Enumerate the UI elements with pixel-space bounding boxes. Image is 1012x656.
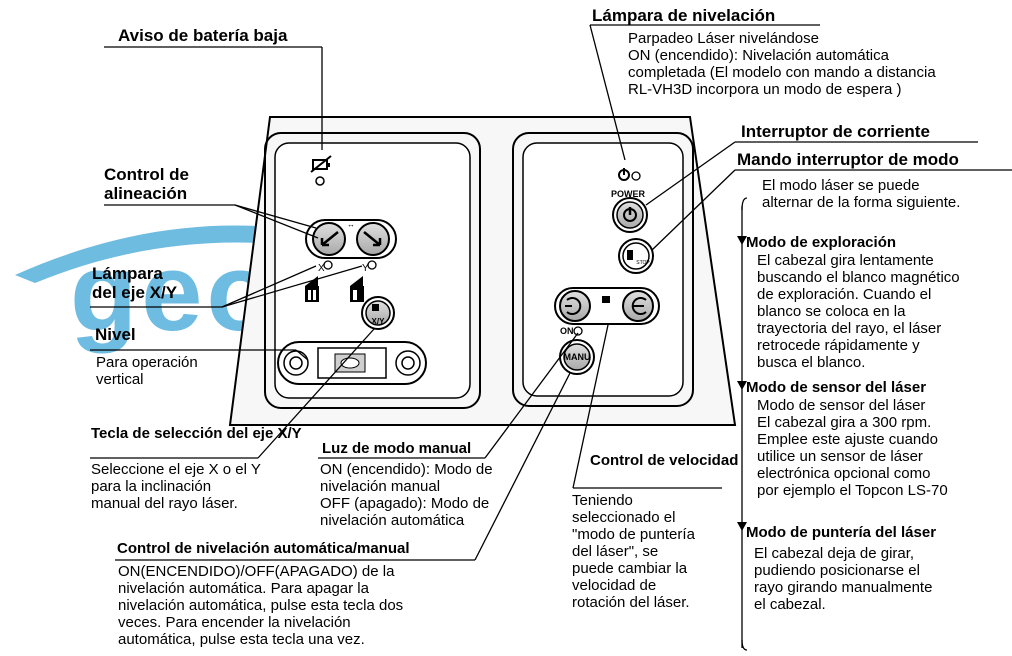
level-vial [277,341,427,385]
aim-desc: El cabezal deja de girar, pudiendo posic… [754,545,933,613]
power-text: POWER [611,189,646,199]
scan-desc: El cabezal gira lentamente buscando el b… [757,252,960,371]
sensor-title: Modo de sensor del láser [746,379,927,396]
manual-light-title: Luz de modo manual [322,440,472,457]
axis-lamps [305,260,377,302]
axis-x-letter: X [318,263,325,274]
manual-lamp [573,326,583,336]
axis-key-title: Tecla de selección del eje X/Y [91,425,302,442]
auto-manual-title: Control de nivelación automática/manual [117,540,410,557]
speed-title: Control de velocidad [590,452,739,469]
power-button [612,197,648,233]
stop-text: STOP [636,260,650,266]
on-text: ON [560,326,574,336]
axis-key-desc: Seleccione el eje X o el Y para la incli… [91,461,261,512]
battery-icon [310,155,332,186]
axis-lamp-title: Lámpara del eje X/Y [92,264,178,302]
mode-switch-title: Mando interruptor de modo [737,150,959,169]
manual-light-desc: ON (encendido): Modo de nivelación manua… [320,461,493,529]
alignment-title: Control de alineación [104,165,189,203]
leveling-lamp-title: Lámpara de nivelación [592,6,776,25]
svg-text:↔: ↔ [347,220,355,229]
leveling-lamp [618,168,641,181]
xy-key-text: X/Y [372,317,386,326]
level-title: Nivel [95,325,136,344]
scan-title: Modo de exploración [746,234,897,251]
aim-title: Modo de puntería del láser [746,524,937,541]
mode-switch-desc: El modo láser se puede alternar de la fo… [762,177,961,211]
mode-switch-button: STOP [618,238,654,274]
speed-buttons [554,287,660,325]
alignment-buttons: ↔ [305,219,397,259]
battery-title: Aviso de batería baja [118,26,288,45]
leveling-lamp-desc: Parpadeo Láser nivelándose ON (encendido… [628,30,936,98]
manu-button [559,339,595,375]
manu-text: MANU [564,352,591,362]
auto-manual-desc: ON(ENCENDIDO)/OFF(APAGADO) de la nivelac… [118,563,404,648]
axis-y-letter: Y [362,263,369,274]
speed-desc: Teniendo seleccionado el "modo de punter… [572,492,695,611]
xy-key-button [361,296,395,330]
power-title: Interruptor de corriente [741,122,930,141]
sensor-desc: Modo de sensor del láser El cabezal gira… [757,397,948,499]
level-desc: Para operación vertical [96,354,198,388]
